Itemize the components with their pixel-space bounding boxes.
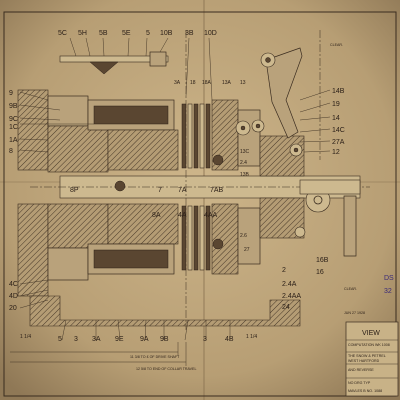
right-labels: 14B 19 14 14C 27A 12 [332, 88, 345, 156]
title-line-1: COMPUTATION WK 1008 [348, 343, 390, 347]
label-ll-3: 20 [9, 305, 17, 312]
label-ll-2: 4D [9, 293, 18, 300]
label-center-1: 8P [70, 187, 79, 194]
label-bottom-6: 9B [160, 336, 169, 343]
label-right-6: 12 [332, 149, 340, 156]
label-cl-1: 8A [152, 212, 161, 219]
label-mr-1: 13C [240, 149, 250, 155]
label-bottom-8: 4B [225, 336, 234, 343]
label-bottom-5: 9A [140, 336, 149, 343]
title-line-6: MAVLES B NO. 1088 [348, 389, 382, 393]
upper-mid-labels: 3A 18 18A 13A 13 [174, 80, 246, 86]
label-um-1: 3A [174, 80, 181, 86]
assembly-section [17, 30, 370, 330]
note-clear-right: CLEAR. [344, 287, 357, 291]
label-um-5: 13 [240, 80, 246, 86]
lower-left-labels: 4C 4D 20 [9, 281, 18, 312]
right-low-labels: 2.6 27 16B 16 [240, 233, 329, 276]
dimension-note-1: 11 3/8 TO £ OF DRIVE SHAFT [130, 355, 180, 359]
title-line-3: WEST HARTFORD [348, 359, 380, 363]
label-rl-2: 27 [244, 247, 250, 253]
label-top-4: 5E [122, 30, 131, 37]
date-stamp: JUN 27 1928 [344, 311, 365, 315]
label-right-1: 14B [332, 88, 345, 95]
label-bottom-4: 9E [115, 336, 124, 343]
left-labels: 9 9B 9C 1C 1A 8 [9, 90, 18, 155]
clutch-plates-lower [181, 205, 211, 271]
label-top-5: 5 [146, 30, 150, 37]
drawing-border [3, 11, 397, 397]
label-cl-2: 4A [178, 212, 187, 219]
title-line-4: AND REVERSE [348, 368, 374, 372]
label-rl-3: 16B [316, 257, 329, 264]
leader-lines [19, 37, 331, 341]
label-top-2: 5H [78, 30, 87, 37]
label-um-4: 13A [222, 80, 232, 86]
title-line-2: THE SNOW & PETREL [348, 354, 386, 358]
center-labels: 8P 7 7A 7AB [70, 187, 224, 194]
label-right-5: 27A [332, 139, 345, 146]
housing-flange-lower [47, 247, 89, 281]
title-line-5: NO DRG TYP [348, 381, 371, 385]
bottom-labels: 5 3 3A 9E 9A 9B 3 4B [58, 336, 234, 343]
label-ll-1: 4C [9, 281, 18, 288]
label-right-3: 14 [332, 115, 340, 122]
label-center-3: 7A [178, 187, 187, 194]
label-um-3: 18A [202, 80, 212, 86]
label-rl-1: 2.6 [240, 233, 247, 239]
lower-right-labels: 2 2.4A 2.4AA 24 [282, 267, 301, 311]
housing-base [29, 295, 301, 327]
bearing-lower [212, 238, 224, 250]
label-cl-3: 4AA [204, 212, 218, 219]
center-low-labels: 8A 4A 4AA [152, 212, 218, 219]
stamp-number-1: DS [384, 275, 394, 282]
bearing-upper [114, 180, 126, 192]
stamp-number-2: 32 [384, 288, 392, 295]
label-lr-2: 2.4A [282, 281, 297, 288]
note-clear-top: CLEAR. [330, 43, 343, 47]
dimension-note-2: 12 5/8 TO END OF COLLAR TRAVEL [136, 367, 196, 371]
label-left-1: 9 [9, 90, 13, 97]
label-lr-4: 24 [282, 304, 290, 311]
label-right-2: 19 [332, 101, 340, 108]
label-top-8: 10D [204, 30, 217, 37]
label-top-1: 5C [58, 30, 67, 37]
label-left-3: 9C [9, 116, 18, 123]
label-mr-2: 2.4 [240, 160, 247, 166]
housing-flange-upper [47, 95, 89, 127]
label-lr-3: 2.4AA [282, 293, 301, 300]
label-center-4: 7AB [210, 187, 224, 194]
label-rl-4: 16 [316, 269, 324, 276]
top-labels: 5C 5H 5B 5E 5 10B 3B 10D [58, 30, 217, 37]
housing-upper-left [17, 89, 49, 171]
label-lr-1: 2 [282, 267, 286, 274]
label-left-6: 8 [9, 148, 13, 155]
label-top-6: 10B [160, 30, 173, 37]
label-center-2: 7 [158, 187, 162, 194]
title-view: VIEW [362, 330, 380, 337]
label-um-2: 18 [190, 80, 196, 86]
label-bottom-2: 3 [74, 336, 78, 343]
dimension-left: 1 1/4 [20, 334, 31, 340]
clutch-plates-upper [181, 103, 211, 169]
shift-lever [265, 47, 303, 139]
label-bottom-7: 3 [203, 336, 207, 343]
label-mr-3: 13B [240, 172, 250, 178]
label-right-4: 14C [332, 127, 345, 134]
dimension-lines [10, 342, 187, 366]
dimension-right: 1 1/4 [246, 334, 257, 340]
label-bottom-1: 5 [58, 336, 62, 343]
pivot-circle-4 [294, 226, 306, 238]
label-bottom-3: 3A [92, 336, 101, 343]
label-top-7: 3B [185, 30, 194, 37]
title-block: VIEW COMPUTATION WK 1008 THE SNOW & PETR… [345, 321, 399, 397]
label-left-2: 9B [9, 103, 18, 110]
label-top-3: 5B [99, 30, 108, 37]
label-left-5: 1A [9, 137, 18, 144]
label-left-4: 1C [9, 124, 18, 131]
bearing-mid [212, 154, 224, 166]
mid-right-labels: 13C 2.4 13B [240, 149, 250, 178]
